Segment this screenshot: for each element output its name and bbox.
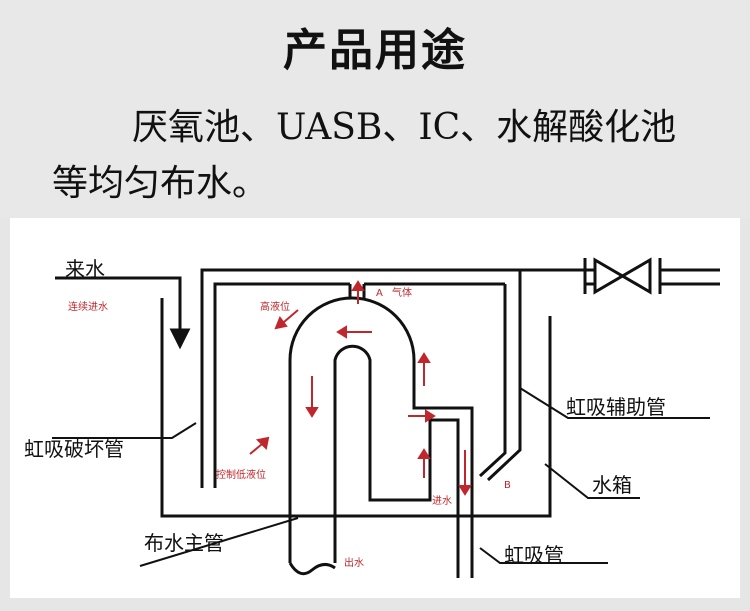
leader-siphon-breaker [52, 422, 197, 439]
label-point-a: A [376, 288, 383, 299]
label-outlet: 出水 [344, 556, 364, 569]
description-text: 厌氧池、UASB、IC、水解酸化池等均匀布水。 [52, 107, 677, 204]
flow-up-arrow-icon [417, 352, 431, 363]
flow-down-arrow-2-icon [458, 485, 472, 496]
label-main-pipe: 布水主管 [144, 531, 224, 555]
label-continuous-inlet: 连续进水 [68, 300, 108, 313]
inlet-arrow-icon [169, 328, 191, 350]
label-inlet: 来水 [65, 257, 105, 281]
tank-outline [160, 298, 552, 518]
valve-flange [583, 258, 662, 294]
gas-pipe-inner-left [213, 282, 350, 488]
leader-water-tank [544, 463, 640, 499]
label-water-in: 进水 [432, 495, 452, 507]
page-title: 产品用途 [283, 25, 467, 76]
flow-left-arrow-icon [336, 325, 347, 339]
siphon-aux-pipe-outer [486, 270, 522, 482]
label-siphon-aux: 虹吸辅助管 [566, 395, 666, 419]
siphon-aux-pipe [478, 284, 507, 478]
label-high-level: 高液位 [260, 300, 290, 313]
high-level-arrow-icon [274, 315, 288, 330]
siphon-diagram-svg: 来水 连续进水 高液位 A 气体 虹吸破坏管 控制低液位 布水主管 出水 进水 … [24, 257, 720, 578]
flow-up-arrow-2-icon [417, 448, 431, 459]
valve-icon [593, 257, 652, 295]
leader-siphon-pipe [479, 547, 608, 564]
label-point-b: B [504, 480, 511, 491]
low-level-arrow-icon [255, 436, 270, 451]
valve-outlet-pipe [660, 268, 720, 286]
siphon-u-inner [333, 344, 460, 578]
header-panel: 产品用途 厌氧池、UASB、IC、水解酸化池等均匀布水。 [0, 0, 750, 218]
siphon-diagram: 来水 连续进水 高液位 A 气体 虹吸破坏管 控制低液位 布水主管 出水 进水 … [10, 218, 740, 598]
main-pipe-end [288, 562, 336, 576]
leader-siphon-aux [519, 387, 710, 419]
leader-main-pipe [139, 517, 299, 567]
gas-arrowhead-icon [351, 280, 365, 291]
label-siphon-breaker: 虹吸破坏管 [24, 437, 124, 461]
label-gas: 气体 [392, 286, 412, 299]
label-low-level-control: 控制低液位 [216, 468, 266, 481]
flow-down-arrow-icon [305, 407, 319, 418]
gas-pipe-outer [200, 268, 595, 488]
flow-right-arrow-icon [425, 409, 436, 423]
siphon-u-outer [288, 296, 474, 578]
label-siphon-pipe: 虹吸管 [504, 543, 564, 567]
inlet-line [55, 276, 182, 336]
label-water-tank: 水箱 [592, 473, 632, 497]
